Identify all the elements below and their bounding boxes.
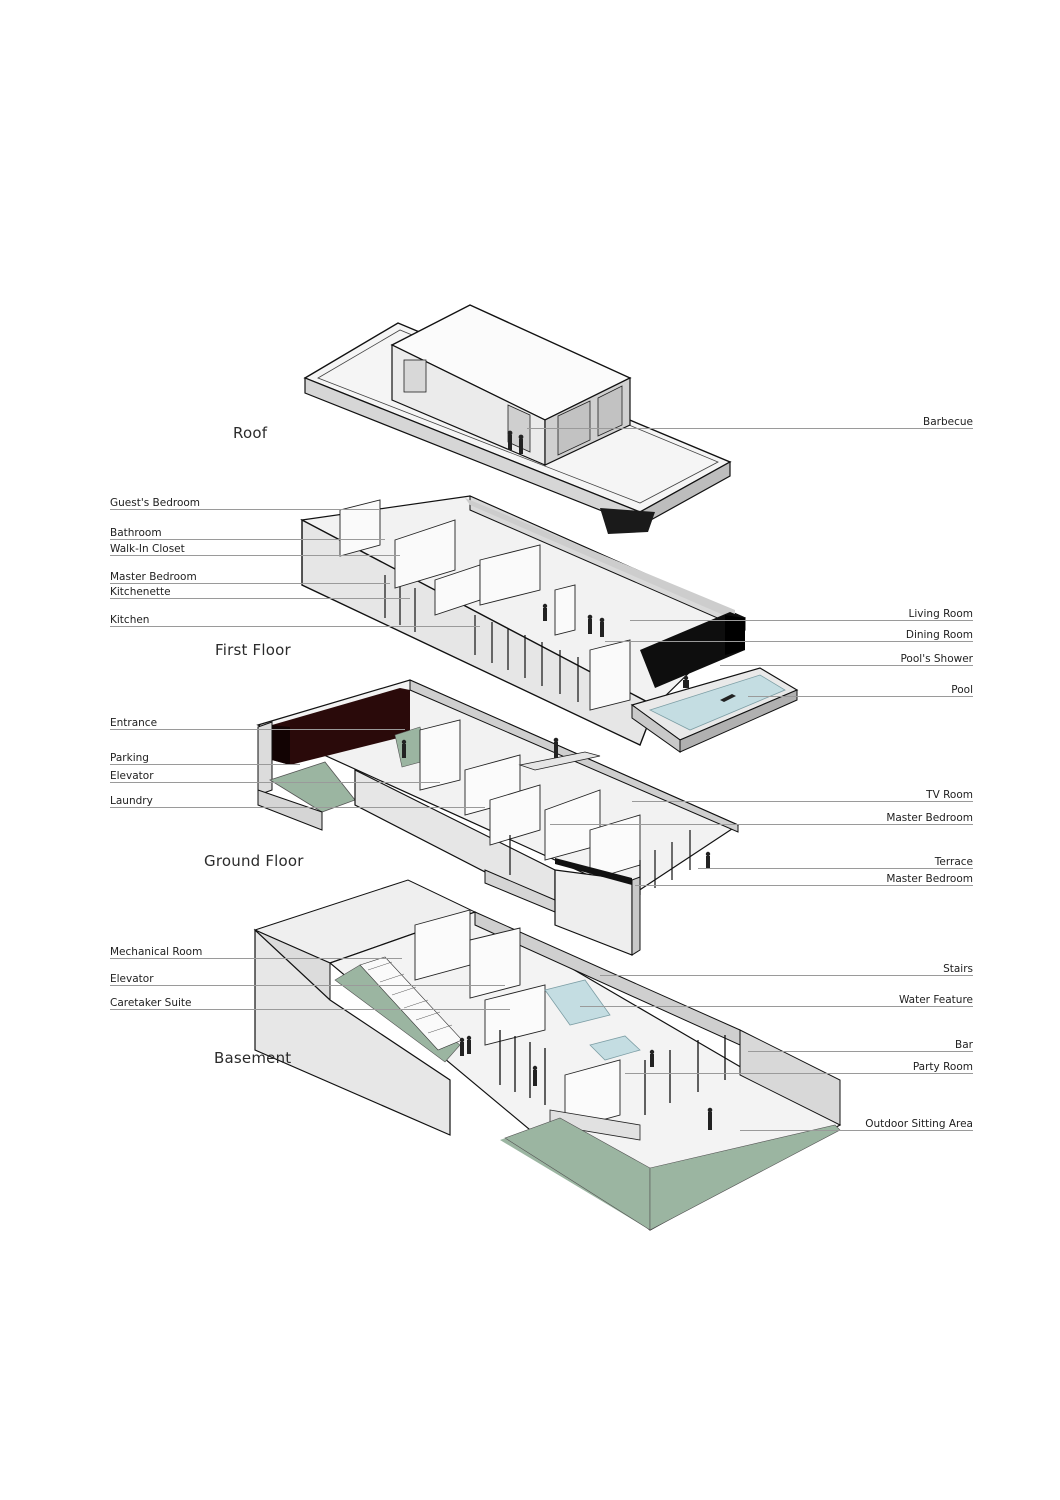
label-bathroom: Bathroom bbox=[110, 527, 162, 539]
leader-parking bbox=[110, 764, 300, 765]
label-master-bedroom-gf-2: Master Bedroom bbox=[886, 873, 973, 885]
leader-master-bedroom-gf-1 bbox=[550, 824, 973, 825]
leader-guests-bedroom bbox=[110, 509, 380, 510]
label-walk-in-closet: Walk-In Closet bbox=[110, 543, 185, 555]
leader-bar bbox=[748, 1051, 973, 1052]
label-dining-room: Dining Room bbox=[905, 629, 973, 641]
label-water-feature: Water Feature bbox=[898, 994, 973, 1006]
roof-level bbox=[303, 304, 732, 534]
leader-terrace bbox=[698, 868, 973, 869]
leader-walk-in-closet bbox=[110, 555, 400, 556]
label-pools-shower: Pool's Shower bbox=[900, 653, 973, 665]
leader-living-room bbox=[630, 620, 973, 621]
label-bar: Bar bbox=[955, 1039, 973, 1051]
label-tv-room: TV Room bbox=[926, 789, 973, 801]
leader-tv-room bbox=[632, 801, 973, 802]
floor-title-roof: Roof bbox=[233, 424, 268, 442]
leader-party-room bbox=[625, 1073, 973, 1074]
leader-elevator-b bbox=[110, 985, 505, 986]
label-caretaker-suite: Caretaker Suite bbox=[110, 997, 192, 1009]
floor-title-basement: Basement bbox=[214, 1049, 292, 1067]
label-master-bedroom-1f: Master Bedroom bbox=[110, 571, 197, 583]
label-entrance: Entrance bbox=[110, 717, 158, 729]
floor-title-ground: Ground Floor bbox=[204, 852, 304, 870]
label-stairs: Stairs bbox=[943, 963, 973, 975]
leader-master-bedroom-gf-2 bbox=[635, 885, 973, 886]
leader-laundry bbox=[110, 807, 485, 808]
label-party-room: Party Room bbox=[912, 1061, 973, 1073]
label-kitchenette: Kitchenette bbox=[110, 586, 171, 598]
label-parking: Parking bbox=[110, 752, 149, 764]
label-laundry: Laundry bbox=[110, 795, 153, 807]
label-kitchen: Kitchen bbox=[110, 614, 150, 626]
label-mechanical-room: Mechanical Room bbox=[110, 946, 203, 958]
label-guests-bedroom: Guest's Bedroom bbox=[110, 497, 201, 509]
label-barbecue: Barbecue bbox=[923, 416, 973, 428]
leader-barbecue bbox=[527, 428, 973, 429]
leader-stairs bbox=[600, 975, 973, 976]
leader-dining-room bbox=[605, 641, 973, 642]
basement-level bbox=[253, 879, 842, 1231]
leader-outdoor-sitting-area bbox=[740, 1130, 973, 1131]
floor-title-first: First Floor bbox=[215, 641, 291, 659]
leader-caretaker-suite bbox=[110, 1009, 510, 1010]
leader-elevator-gf bbox=[110, 782, 440, 783]
leader-bathroom bbox=[110, 539, 385, 540]
leader-pools-shower bbox=[720, 665, 973, 666]
first-floor-level bbox=[300, 495, 799, 753]
leader-master-bedroom-1f bbox=[110, 583, 390, 584]
label-terrace: Terrace bbox=[934, 856, 973, 868]
leader-kitchenette bbox=[110, 598, 410, 599]
label-outdoor-sitting-area: Outdoor Sitting Area bbox=[865, 1118, 973, 1130]
leader-pool bbox=[748, 696, 973, 697]
label-elevator-gf: Elevator bbox=[110, 770, 154, 782]
label-master-bedroom-gf-1: Master Bedroom bbox=[886, 812, 973, 824]
ground-floor-level bbox=[256, 679, 740, 956]
label-pool: Pool bbox=[951, 684, 973, 696]
leader-mechanical-room bbox=[110, 958, 402, 959]
leader-entrance bbox=[110, 729, 405, 730]
leader-kitchen bbox=[110, 626, 480, 627]
label-living-room: Living Room bbox=[908, 608, 973, 620]
label-elevator-b: Elevator bbox=[110, 973, 154, 985]
leader-water-feature bbox=[580, 1006, 973, 1007]
